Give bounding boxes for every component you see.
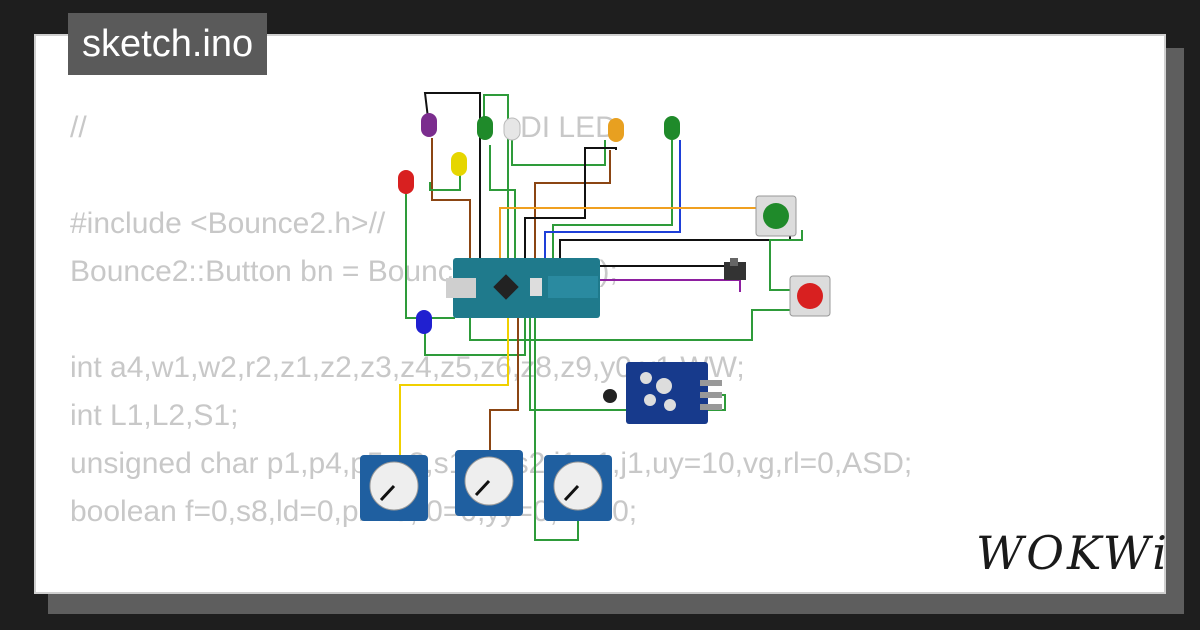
code-line: int L1,L2,S1; xyxy=(70,399,239,432)
wokwi-logo: WOKWi xyxy=(976,526,1170,580)
potentiometer-2[interactable] xyxy=(455,450,523,516)
led-green-1[interactable] xyxy=(477,116,493,140)
led-blue[interactable] xyxy=(416,310,432,334)
led-red[interactable] xyxy=(398,170,414,194)
arduino-nano-board[interactable] xyxy=(446,258,600,318)
potentiometer-1[interactable] xyxy=(360,455,428,521)
green-pushbutton[interactable] xyxy=(755,195,797,237)
red-pushbutton[interactable] xyxy=(789,275,831,317)
led-yellow[interactable] xyxy=(451,152,467,176)
ir-receiver-module[interactable] xyxy=(603,362,722,424)
file-name-tab[interactable]: sketch.ino xyxy=(68,13,268,75)
code-line: #include <Bounce2.h>// xyxy=(70,207,386,240)
led-orange[interactable] xyxy=(608,118,624,142)
code-line: // DI LED xyxy=(70,111,617,144)
led-purple[interactable] xyxy=(421,113,437,137)
slide-switch[interactable] xyxy=(724,258,746,280)
led-white[interactable] xyxy=(503,117,521,141)
led-green-2[interactable] xyxy=(664,116,680,140)
code-line: // ---- xyxy=(70,591,143,592)
potentiometer-3[interactable] xyxy=(544,455,612,521)
